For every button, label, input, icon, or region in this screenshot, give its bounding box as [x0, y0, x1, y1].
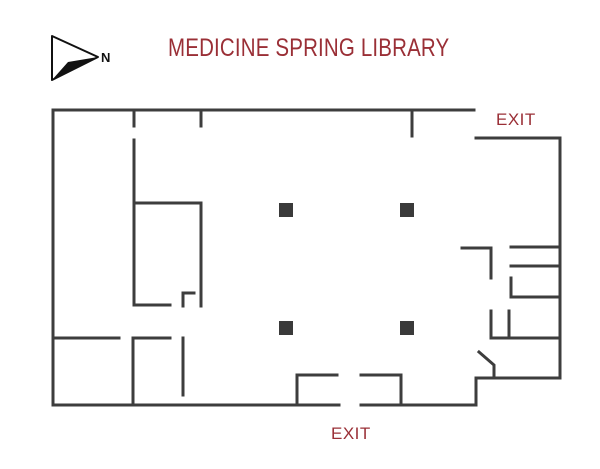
column-4 — [400, 321, 414, 335]
right-partition-3 — [509, 276, 562, 299]
inner-room-a — [132, 201, 203, 308]
right-partition-4 — [489, 309, 562, 340]
entrance-wall-right — [359, 373, 403, 407]
exit-label-top: EXIT — [496, 110, 536, 129]
map-title: MEDICINE SPRING LIBRARY — [168, 34, 450, 62]
exit-label-bottom: EXIT — [331, 424, 371, 443]
right-room-top — [460, 246, 493, 280]
inner-wall-left — [132, 138, 172, 307]
outer-wall-bottom-step — [474, 376, 562, 407]
outer-wall-right — [474, 136, 562, 380]
right-diagonal-door — [476, 349, 496, 380]
column-2 — [400, 203, 414, 217]
column-1 — [279, 203, 293, 217]
north-arrow-icon — [51, 35, 99, 81]
entrance-wall-left — [295, 373, 339, 407]
compass-north-label: N — [101, 50, 111, 65]
columns — [279, 203, 414, 335]
walls — [51, 108, 562, 407]
column-3 — [279, 321, 293, 335]
inner-small-box — [181, 291, 196, 308]
